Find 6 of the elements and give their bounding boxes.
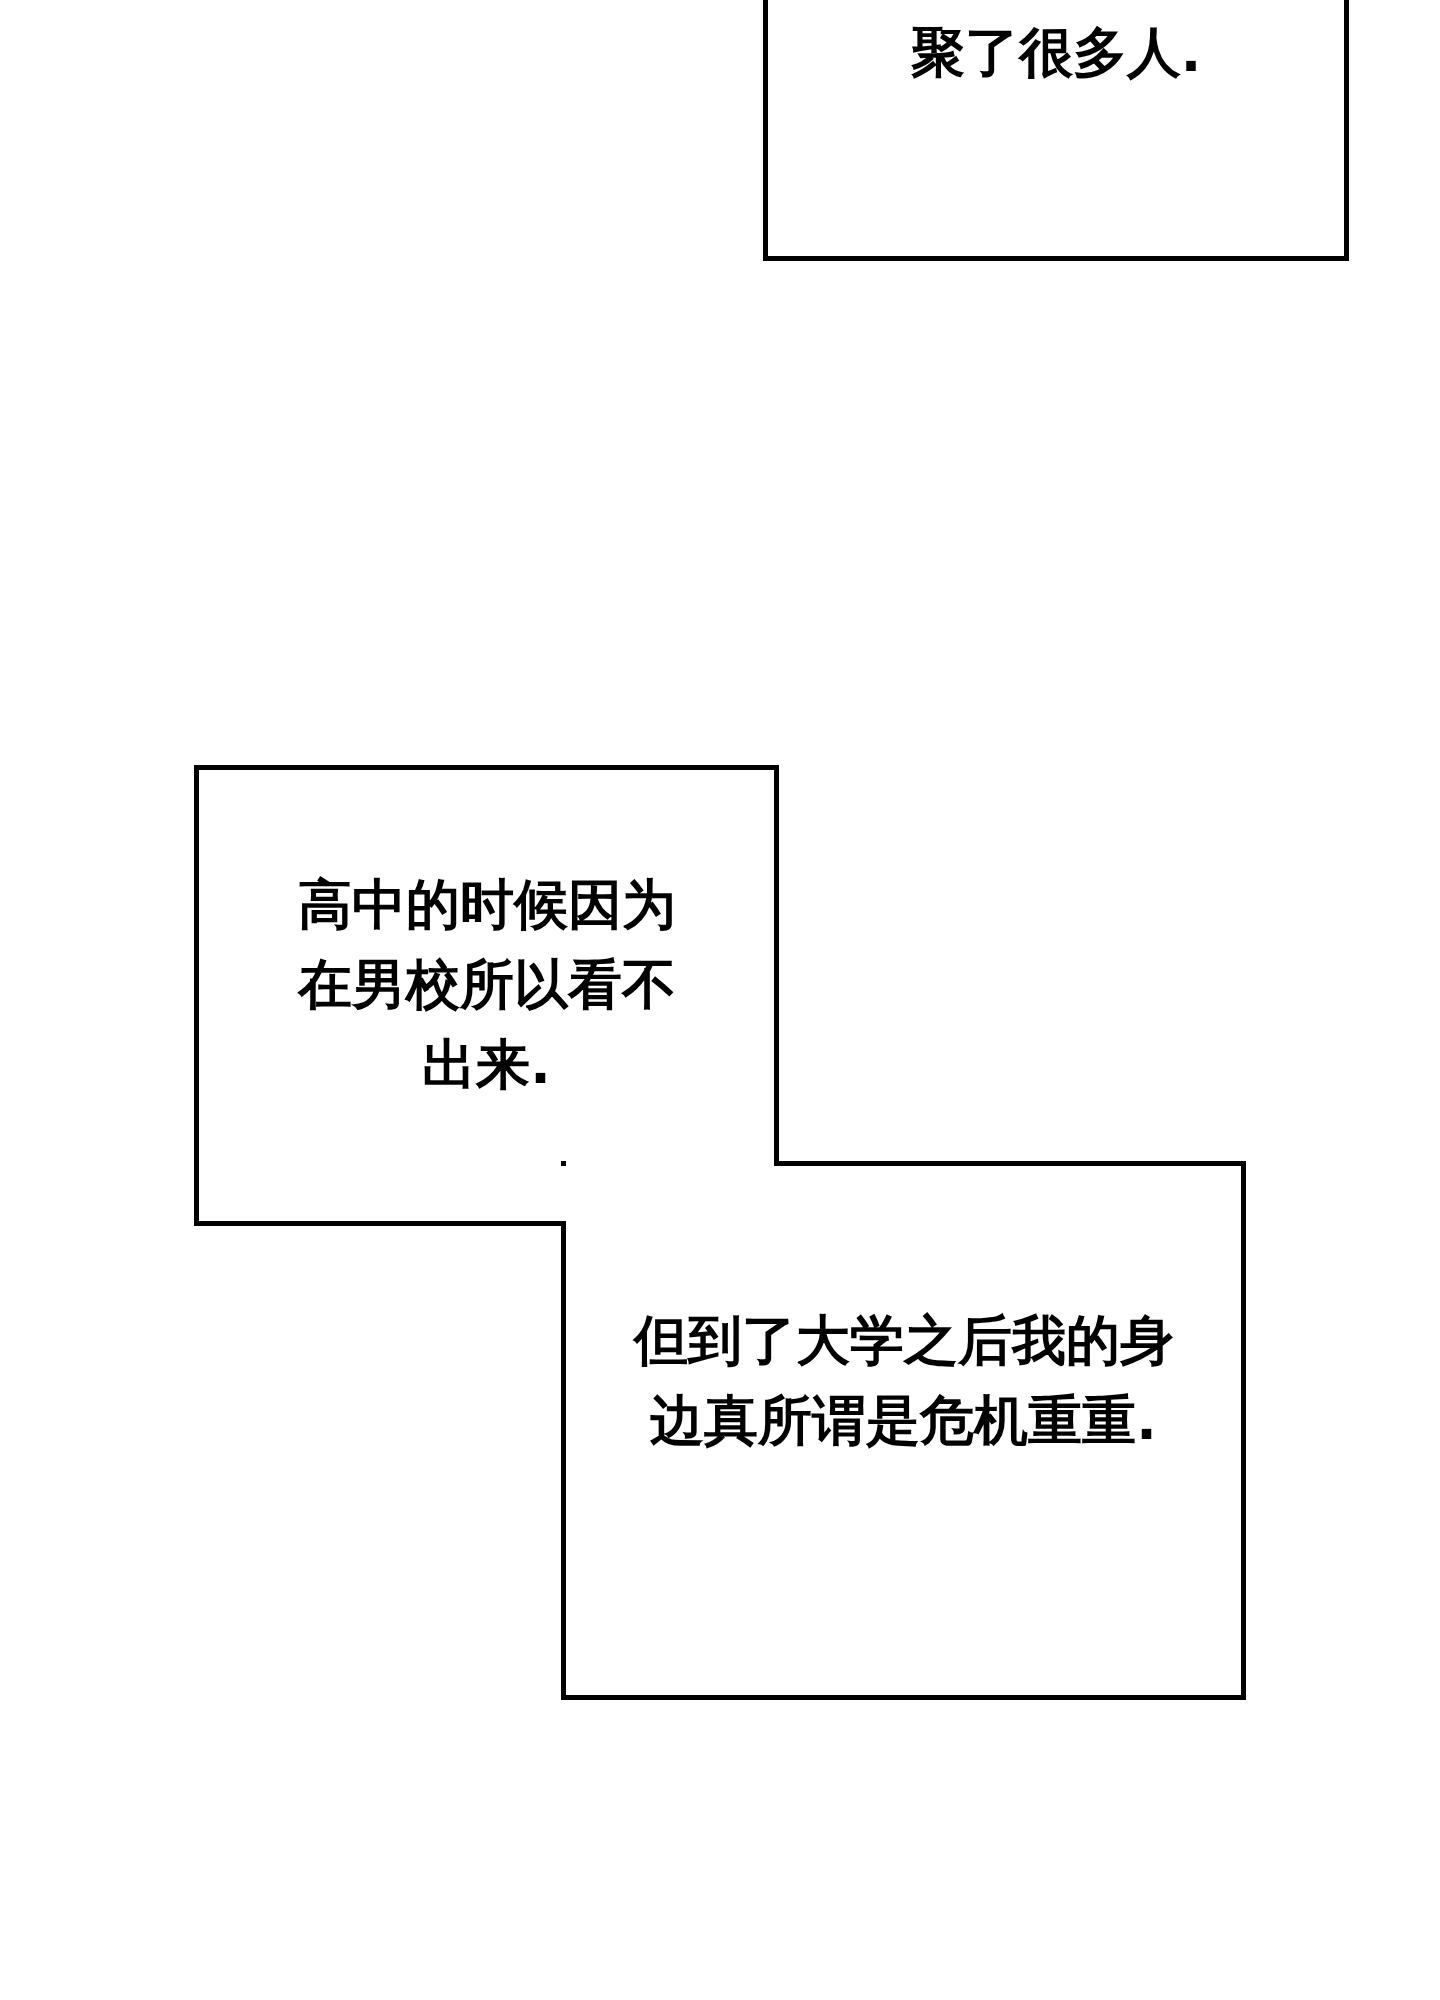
narration-text: 高中的时候因为在男校所以看不出来.: [296, 872, 677, 1098]
caption-box: [763, 0, 1349, 261]
narration-text: 聚了很多人.: [909, 20, 1203, 86]
narration-text: 但到了大学之后我的身边真所谓是危机重重.: [631, 1308, 1175, 1454]
caption-box: [561, 1161, 1246, 1700]
caption-box: [194, 765, 779, 1226]
